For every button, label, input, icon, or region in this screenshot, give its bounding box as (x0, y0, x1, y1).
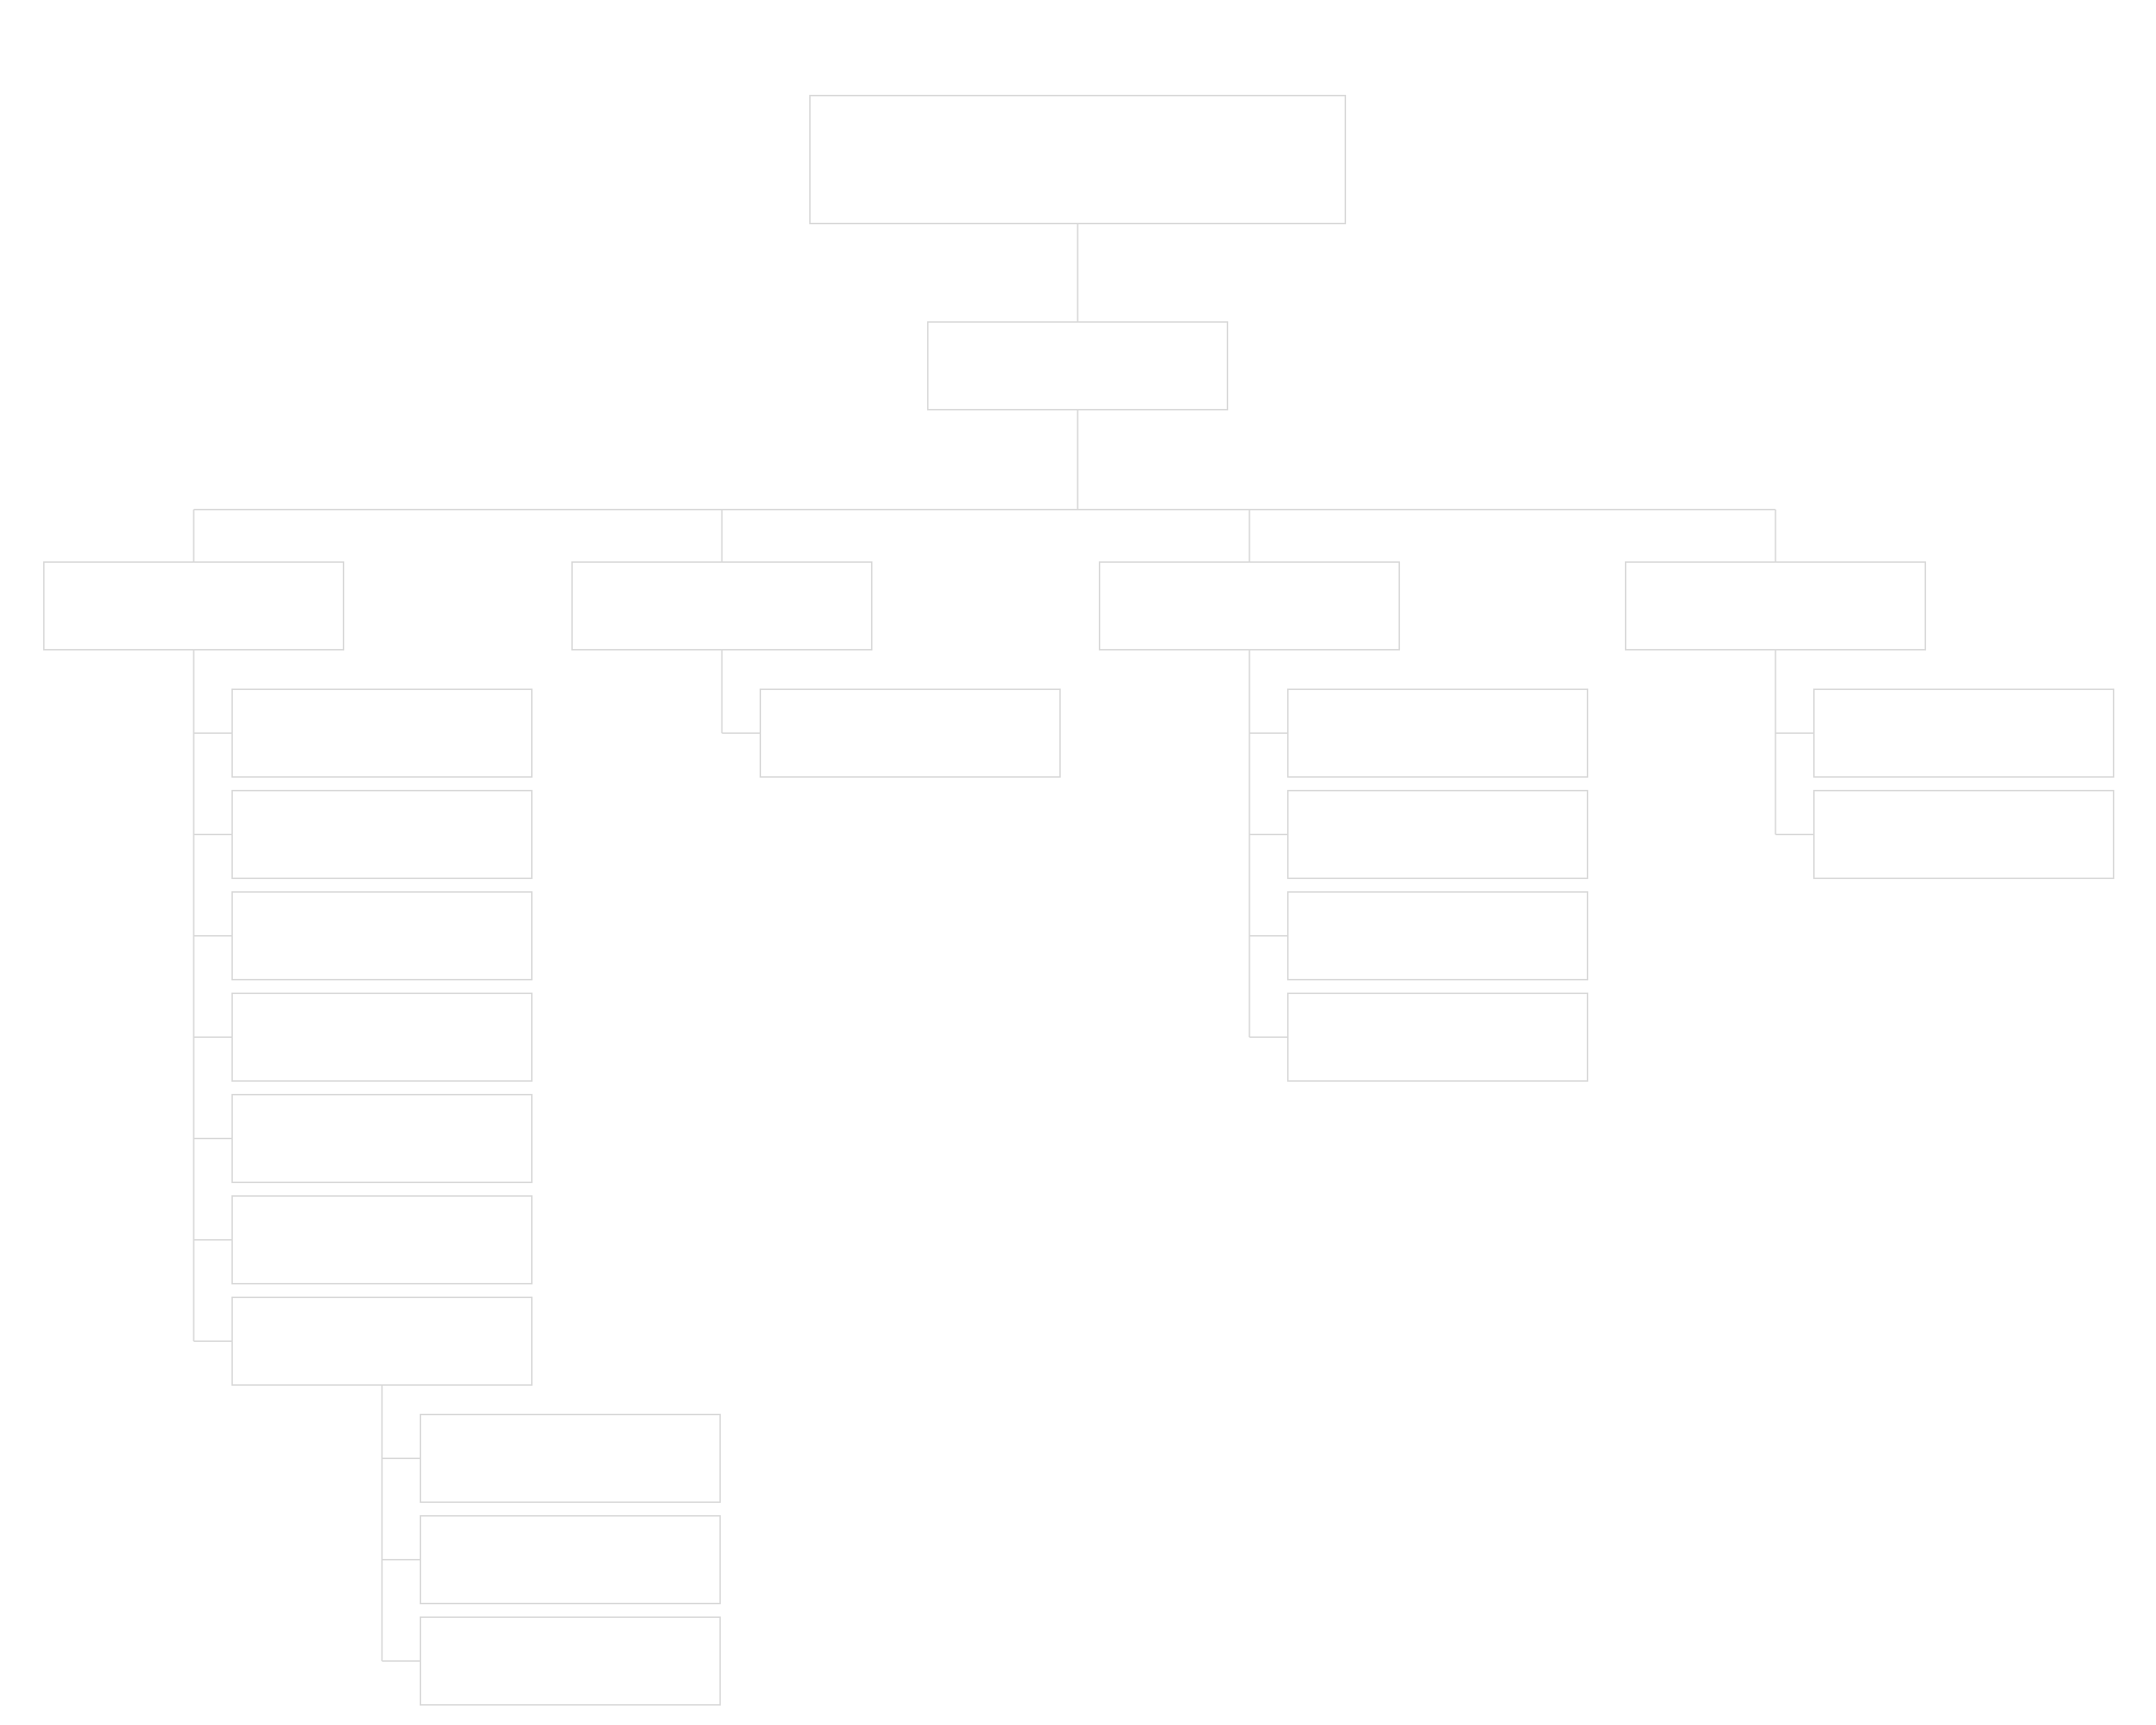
connector-layer (193, 224, 1814, 1662)
org-node-dept-1-child-5-box (231, 1094, 533, 1183)
org-node-dept-3-child-4[interactable] (1287, 993, 1588, 1082)
org-node-dept-1-child-7-2[interactable] (420, 1515, 721, 1604)
org-node-dept-2-box (571, 561, 872, 650)
org-node-dept-1-box (43, 561, 344, 650)
org-node-dept-1-child-6-box (231, 1195, 533, 1284)
org-node-dept-4-child-2[interactable] (1813, 790, 2114, 879)
org-node-dept-1-child-2[interactable] (231, 790, 533, 879)
org-node-dept-3-child-1[interactable] (1287, 689, 1588, 778)
org-node-dept-1-child-7-3-box (420, 1616, 721, 1706)
org-node-dept-1-child-3[interactable] (231, 891, 533, 980)
org-node-dept-3-child-2-box (1287, 790, 1588, 879)
org-node-dept-3-box (1099, 561, 1400, 650)
org-node-dept-1-child-3-box (231, 891, 533, 980)
org-node-dept-3-child-1-box (1287, 689, 1588, 778)
org-node-dept-4-child-2-box (1813, 790, 2114, 879)
org-node-dept-3-child-3-box (1287, 891, 1588, 980)
org-node-dept-1[interactable] (43, 561, 344, 650)
org-node-l1[interactable] (927, 321, 1228, 410)
org-node-dept-1-child-7[interactable] (231, 1297, 533, 1386)
org-node-dept-1-child-4[interactable] (231, 993, 533, 1082)
org-node-dept-1-child-6[interactable] (231, 1195, 533, 1284)
org-node-l1-box (927, 321, 1228, 410)
org-node-dept-1-child-4-box (231, 993, 533, 1082)
org-node-dept-3-child-4-box (1287, 993, 1588, 1082)
org-node-root-box (809, 95, 1346, 224)
org-node-dept-1-child-7-box (231, 1297, 533, 1386)
org-node-dept-1-child-5[interactable] (231, 1094, 533, 1183)
org-node-dept-3[interactable] (1099, 561, 1400, 650)
org-node-dept-1-child-7-3[interactable] (420, 1616, 721, 1706)
org-node-dept-1-child-1-box (231, 689, 533, 778)
org-node-dept-1-child-7-1-box (420, 1414, 721, 1503)
org-node-dept-1-child-2-box (231, 790, 533, 879)
org-node-dept-4-child-1-box (1813, 689, 2114, 778)
org-node-dept-2-child-1[interactable] (760, 689, 1061, 778)
org-node-dept-3-child-3[interactable] (1287, 891, 1588, 980)
org-node-dept-4[interactable] (1625, 561, 1926, 650)
node-layer (43, 95, 2114, 1706)
org-node-dept-1-child-1[interactable] (231, 689, 533, 778)
org-node-root[interactable] (809, 95, 1346, 224)
org-node-dept-2-child-1-box (760, 689, 1061, 778)
org-node-dept-1-child-7-1[interactable] (420, 1414, 721, 1503)
org-node-dept-4-box (1625, 561, 1926, 650)
org-node-dept-4-child-1[interactable] (1813, 689, 2114, 778)
org-node-dept-1-child-7-2-box (420, 1515, 721, 1604)
org-node-dept-3-child-2[interactable] (1287, 790, 1588, 879)
org-node-dept-2[interactable] (571, 561, 872, 650)
